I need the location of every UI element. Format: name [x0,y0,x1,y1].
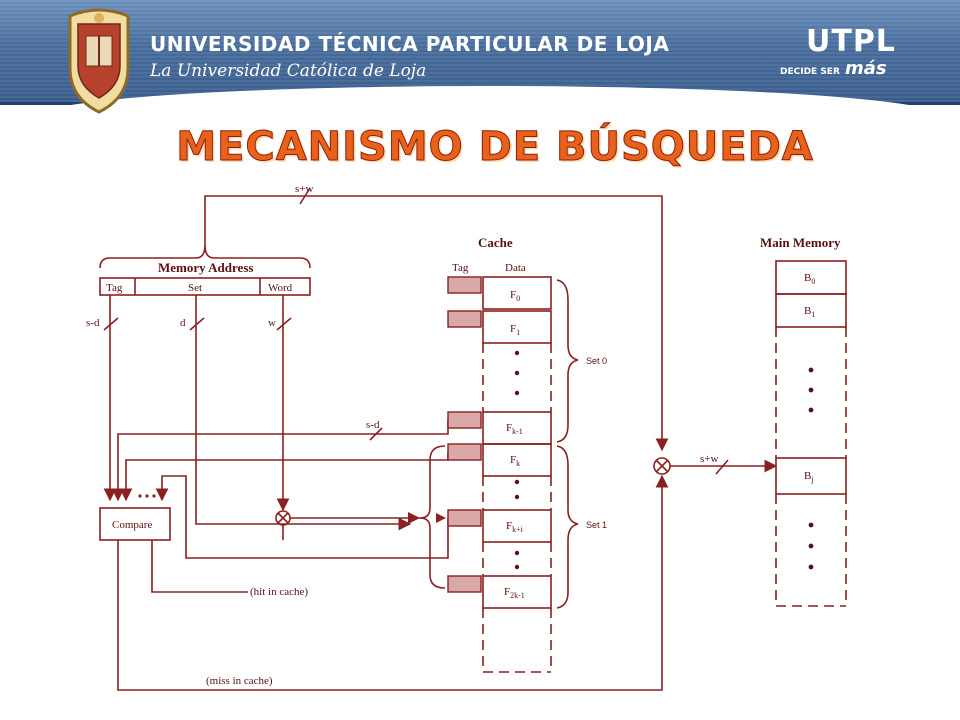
field-set: Set [188,282,202,294]
cache-line-f2k-1 [482,575,552,609]
set0-label: Set 0 [586,356,607,366]
memory-block-label-b1: B1 [804,305,815,319]
cache-line-fki [482,509,552,543]
university-name: UNIVERSIDAD TÉCNICA PARTICULAR DE LOJA [150,32,670,56]
tag-compare-line-3 [155,475,449,559]
compare-label: Compare [112,519,152,531]
top-bus-label: s+w [295,183,313,195]
cache-line-label-fk: Fk [510,454,520,468]
set1-label: Set 1 [586,520,607,530]
hit-label: (hit in cache) [250,586,308,598]
set-width-label: d [180,317,186,329]
tag-width-label: s-d [86,317,100,329]
cache-line-fk [482,443,552,477]
top-bus-slash [299,187,311,205]
miss-label: (miss in cache) [206,675,273,687]
memory-block-label-b0: B0 [804,272,815,286]
field-word: Word [268,282,293,294]
tag-cell-k [447,443,482,461]
cache-line-label-f1: F1 [510,323,520,337]
memory-address-brace [99,244,311,269]
miss-line [117,474,669,691]
memory-block-b1 [775,293,847,328]
slide-title-text: MECANISMO DE BÚSQUEDA [176,124,814,171]
cache-title: Cache [478,235,513,250]
cache-data-header: Data [505,262,526,274]
top-address-bus [204,195,669,452]
university-crest-icon [68,8,130,114]
set1-brace [556,445,579,609]
memory-block-label-bj: Bj [804,470,814,484]
set-line [195,295,412,531]
hit-line [151,540,248,593]
brand-logo: UTPL [806,24,896,59]
compare-box [99,507,171,541]
cache-line-label-fk-1: Fk-1 [506,422,523,436]
word-width-label: w [268,317,276,329]
cache-line-label-fki: Fk+i [506,520,524,534]
cache-tag-header: Tag [452,262,469,274]
set0-brace [556,279,579,443]
tag-cell-1 [447,310,482,328]
memory-block-bj [775,457,847,495]
mid-bus-label: s-d [366,419,380,431]
tag-cell-2k-1 [447,575,482,593]
cache-line-f1 [482,310,552,344]
main-memory-title: Main Memory [760,235,841,250]
tag-cell-ki [447,509,482,527]
memory-address-box [99,277,311,296]
memory-address-label: Memory Address [158,260,253,275]
cache-line-f0 [482,276,552,310]
memory-bus-label: s+w [700,453,718,465]
university-motto: La Universidad Católica de Loja [150,61,427,81]
tagline-small: DECIDE SER [780,67,840,77]
slide-title: MECANISMO DE BÚSQUEDA [0,124,960,171]
header-banner [0,0,960,105]
cache-line-label-f0: F0 [510,289,520,303]
tagline-big: más [844,58,887,79]
brand-tagline: DECIDE SER más [780,58,887,79]
field-tag: Tag [106,282,123,294]
cache-line-label-f2k-1: F2k-1 [504,586,525,600]
tag-cell-0 [447,276,482,294]
tag-cell-k-1 [447,411,482,429]
